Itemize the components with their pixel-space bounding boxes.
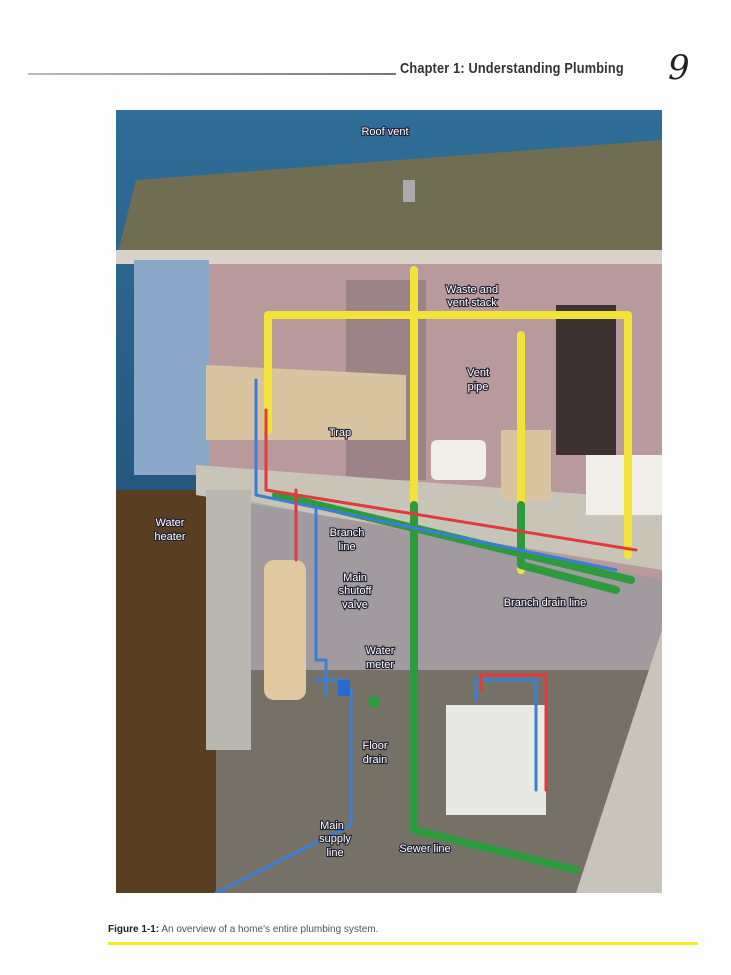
label-water-meter: Water (366, 645, 395, 657)
label-floor-drain: Floor (362, 740, 387, 752)
label-shutoff-valve: shutoff (339, 585, 373, 597)
roof-eave (116, 250, 662, 264)
figure-caption: Figure 1-1: An overview of a home's enti… (108, 924, 378, 935)
foundation-wall (206, 490, 251, 750)
header-rule (28, 73, 396, 75)
plumbing-illustration: Roof vent Waste and vent stack Vent pipe… (116, 110, 662, 893)
label-shutoff-valve: Main (343, 572, 367, 584)
basement (216, 495, 662, 893)
water-meter (338, 680, 350, 696)
caption-text: An overview of a home's entire plumbing … (159, 924, 379, 935)
label-waste-stack: vent stack (447, 297, 497, 309)
vanity (501, 430, 551, 500)
label-vent-pipe: Vent (467, 367, 489, 379)
label-main-supply: supply (319, 833, 351, 845)
label-main-supply: line (326, 847, 343, 859)
roof (116, 140, 662, 260)
doorway (556, 305, 616, 455)
label-trap: Trap (329, 427, 351, 439)
label-floor-drain: drain (363, 754, 387, 766)
label-branch-drain: Branch drain line (504, 597, 587, 609)
label-branch-line: Branch (330, 527, 365, 539)
label-water-heater: heater (154, 531, 186, 543)
label-waste-stack: Waste and (446, 284, 498, 296)
drain-pipes (272, 491, 635, 874)
hot-water-lines (264, 408, 638, 792)
washer-tub (446, 705, 546, 815)
label-shutoff-valve: valve (342, 599, 368, 611)
label-roof-vent: Roof vent (361, 126, 408, 138)
label-water-meter: meter (366, 659, 394, 671)
floor-drain (368, 696, 380, 708)
label-vent-pipe: pipe (468, 381, 489, 393)
cold-water-lines (214, 378, 618, 893)
label-branch-line: line (338, 541, 355, 553)
label-main-supply: Main (320, 820, 344, 832)
toilet (431, 440, 486, 480)
page-number: 9 (668, 48, 690, 88)
caption-rule (108, 942, 698, 945)
siding (134, 260, 209, 475)
water-heater (264, 560, 306, 700)
chapter-title: Chapter 1: Understanding Plumbing (400, 60, 624, 77)
roof-vent (403, 180, 415, 202)
label-sewer-line: Sewer line (399, 843, 450, 855)
caption-label: Figure 1-1: (108, 924, 160, 935)
brick-wall (576, 630, 662, 893)
label-water-heater: Water (156, 517, 185, 529)
kitchen-counter (206, 365, 406, 440)
